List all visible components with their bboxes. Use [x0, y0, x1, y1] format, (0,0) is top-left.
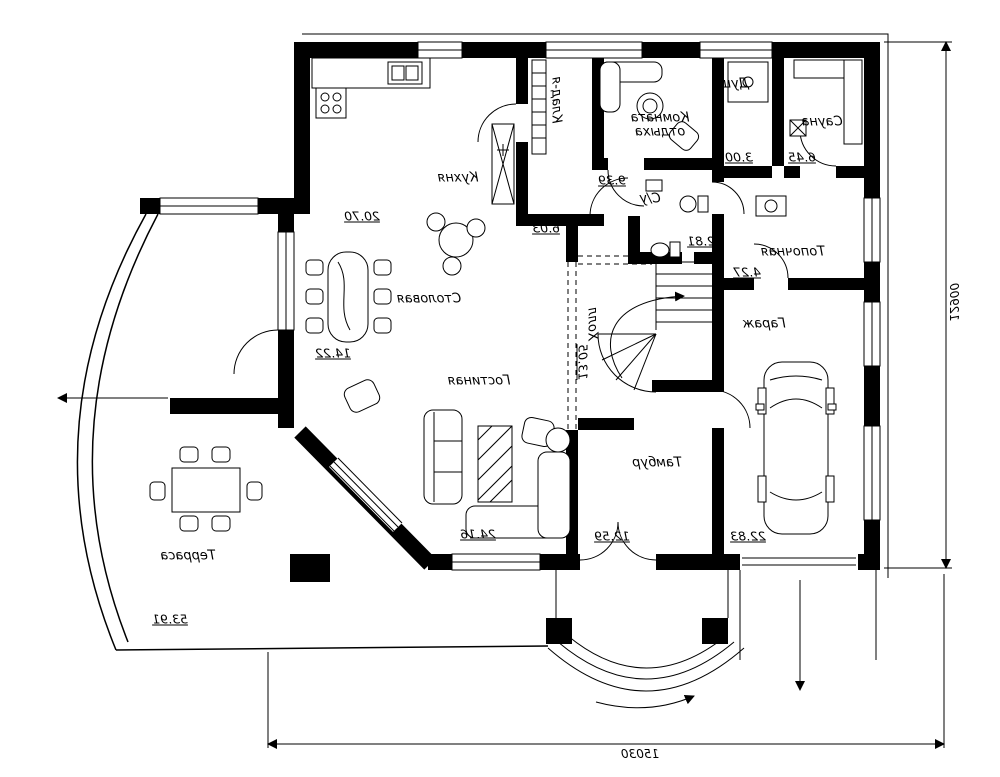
exterior-walls — [140, 42, 880, 644]
garage-apron — [739, 570, 877, 691]
room-label-sauna: Сауна — [801, 114, 843, 130]
terrace-furniture — [149, 446, 263, 532]
room-area-wc: 2.81 — [687, 233, 715, 249]
terrace-outline — [76, 213, 549, 651]
column-plus-mark — [497, 144, 509, 156]
room-label-lounge: Комната отдыха — [630, 110, 690, 140]
car — [755, 361, 837, 535]
room-label-living: Гостиная — [447, 373, 511, 389]
room-area-vestibule: 12.59 — [594, 528, 630, 544]
room-label-terrace: Терраса — [160, 548, 216, 564]
room-area-hall: 13.05 — [575, 344, 591, 380]
shower-tray — [727, 61, 769, 103]
room-area-lounge: 9.39 — [598, 172, 626, 188]
dimension-width: 15030 — [620, 747, 660, 761]
room-label-wc: С/у — [639, 191, 661, 207]
dining-set — [305, 251, 392, 343]
boiler-equipment — [755, 195, 787, 217]
room-area-pantry: 6.03 — [532, 220, 560, 236]
dashed-opening-lines — [567, 255, 652, 430]
garage-door — [742, 557, 856, 566]
room-label-garage: Гараж — [742, 316, 786, 332]
living-furniture — [343, 379, 571, 539]
room-label-boiler: Топочная — [760, 244, 826, 260]
lounge-furniture — [599, 61, 700, 151]
room-area-living: 24.16 — [460, 526, 496, 542]
diagonal-window — [329, 457, 403, 532]
dimension-lines — [267, 41, 952, 749]
room-label-dining: Столовая — [396, 291, 462, 307]
room-area-kitchen: 20.70 — [344, 208, 380, 224]
room-area-shower: 3.00 — [725, 149, 753, 165]
pantry-shelving — [531, 59, 547, 155]
room-area-boiler: 4.27 — [733, 264, 761, 280]
room-area-terrace: 53.91 — [152, 611, 188, 627]
dimension-depth: 12900 — [947, 282, 961, 322]
entrance-porch — [547, 570, 745, 709]
room-label-kitchen: Кухня — [437, 170, 479, 186]
room-area-garage: 22.83 — [730, 528, 766, 544]
sauna-bench — [789, 59, 863, 145]
room-label-shower: Душ — [719, 76, 749, 92]
kitchen-furniture — [311, 57, 515, 276]
wc-fixtures — [645, 179, 709, 258]
door-arcs — [233, 103, 837, 561]
staircase — [597, 261, 712, 393]
room-label-pantry: Клад-я — [548, 76, 564, 124]
windows — [159, 41, 881, 571]
room-area-dining: 14.22 — [315, 345, 351, 361]
room-label-hall: Холл — [584, 307, 600, 341]
room-label-vestibule: Тамбур — [632, 455, 682, 471]
room-area-sauna: 6.45 — [788, 149, 816, 165]
roof-outline — [302, 33, 889, 578]
